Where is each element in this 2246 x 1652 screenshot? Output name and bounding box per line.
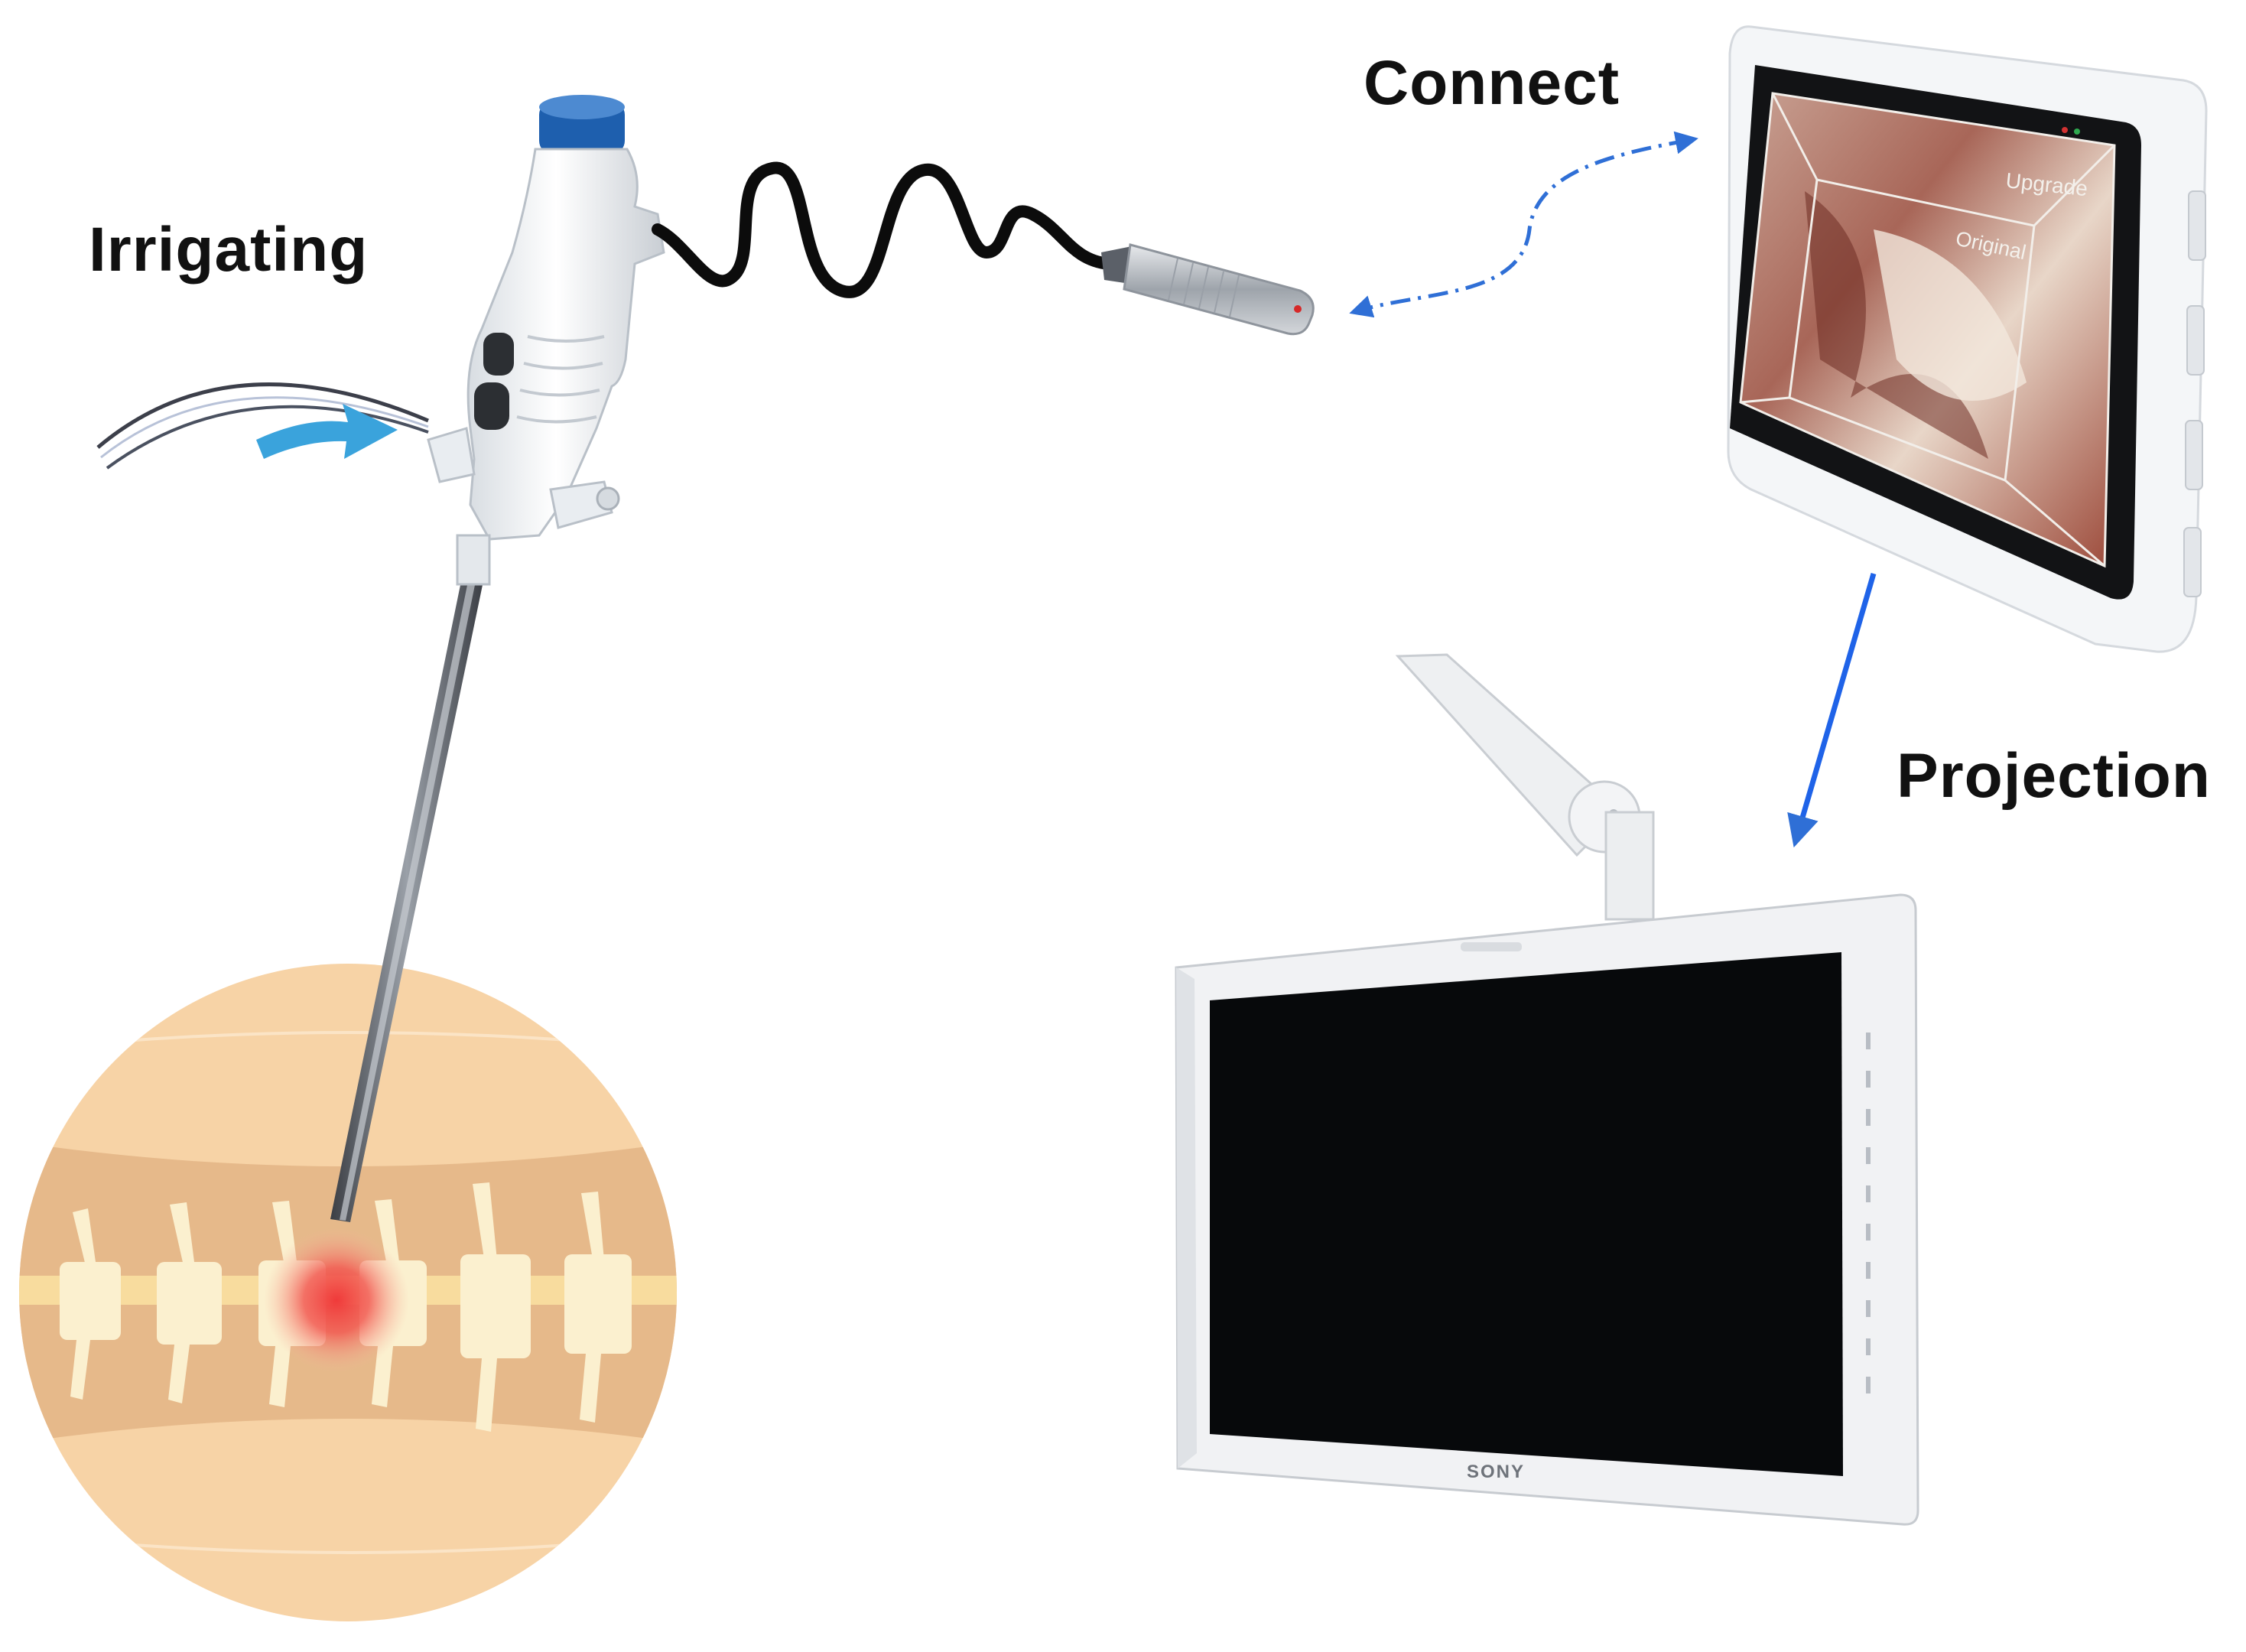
- monitor-brand-logo: SONY: [1467, 1462, 1525, 1482]
- connect-label: Connect: [1364, 47, 1620, 119]
- endoscope-button-lower: [474, 382, 509, 430]
- monitor-screen: [1210, 952, 1843, 1476]
- surgical-monitor-icon: SONY: [1176, 895, 1918, 1524]
- irrigating-label: Irrigating: [89, 214, 368, 286]
- irrigation-flow-arrow-icon: [256, 404, 398, 459]
- lesion-marker: [264, 1228, 409, 1373]
- tablet-display-icon: Upgrade Original: [1728, 27, 2206, 652]
- endoscope-button-upper: [483, 333, 514, 376]
- projection-label: Projection: [1897, 740, 2211, 812]
- projection-arrow-icon: [1796, 574, 1874, 841]
- monitor-arm-icon: [1398, 655, 1653, 919]
- spine-cross-section-icon: [0, 964, 696, 1621]
- connect-bidirectional-arrow-icon: [1354, 139, 1694, 312]
- endoscope-handpiece-icon: [428, 95, 664, 584]
- connector-plug-icon: [1101, 245, 1313, 334]
- coiled-cable-icon: [658, 168, 1109, 292]
